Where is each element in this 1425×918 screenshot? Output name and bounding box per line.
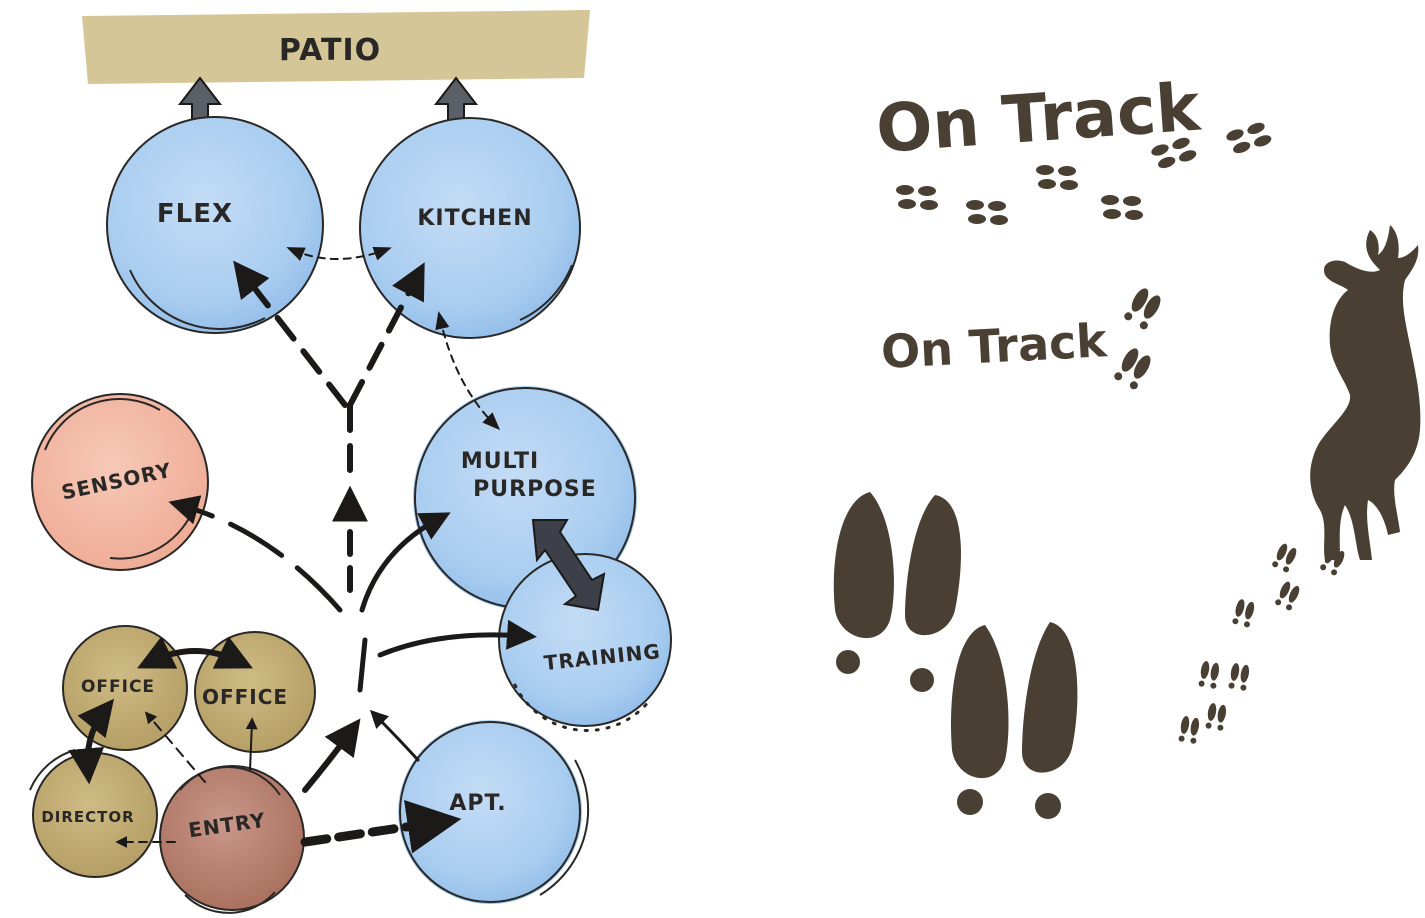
kitchen-label: KITCHEN [417,206,532,231]
hoof-tracks-small [1114,288,1161,390]
room-office-left: OFFICE [62,625,188,751]
room-kitchen: KITCHEN [359,117,581,339]
deer-silhouette-icon [1310,225,1421,560]
apt-label: APT. [449,791,506,816]
room-apt: APT. [398,720,590,904]
room-director: DIRECTOR [29,749,158,878]
hoof-trail [1178,543,1345,744]
arrow-to-multipurpose [359,512,451,613]
connection-arrows [68,246,537,854]
on-track-title-small: On Track [880,313,1110,379]
arrow-entry-apt [300,800,462,854]
room-entry: ENTRY [159,765,305,914]
arrow-trunk-lower [357,637,368,693]
patio-label: PATIO [279,33,381,68]
arrow-entry-office-right [245,717,258,771]
multi-purpose-label-line2: PURPOSE [473,477,597,502]
office-right-label: OFFICE [202,685,288,709]
arrow-entry-up [302,718,361,793]
arrow-director-office [68,698,114,785]
flex-label: FLEX [157,199,233,229]
room-flex: FLEX [106,116,324,334]
arrow-apt-up [369,709,420,762]
arrow-to-training [377,619,537,658]
paw-tracks-large [896,122,1272,225]
patio-banner: PATIO [82,10,590,84]
arrow-to-flex [233,260,348,408]
room-sensory: SENSORY [31,393,209,571]
arrow-to-sensory [168,495,343,613]
arrow-entry-office-left [144,711,206,783]
arrow-kitchen-multipurpose [435,310,501,431]
office-left-label: OFFICE [81,677,155,697]
arrow-office-office [137,636,253,669]
arrow-to-kitchen [347,262,425,408]
multi-purpose-label-line1: MULTI [461,449,539,474]
on-track-logo-small: On Track [880,313,1110,379]
arrow-flex-kitchen [286,246,392,261]
large-hoof-prints [833,492,1078,819]
arrow-multipurpose-training [531,519,606,612]
director-label: DIRECTOR [41,808,134,826]
room-training: TRAINING [498,553,672,732]
